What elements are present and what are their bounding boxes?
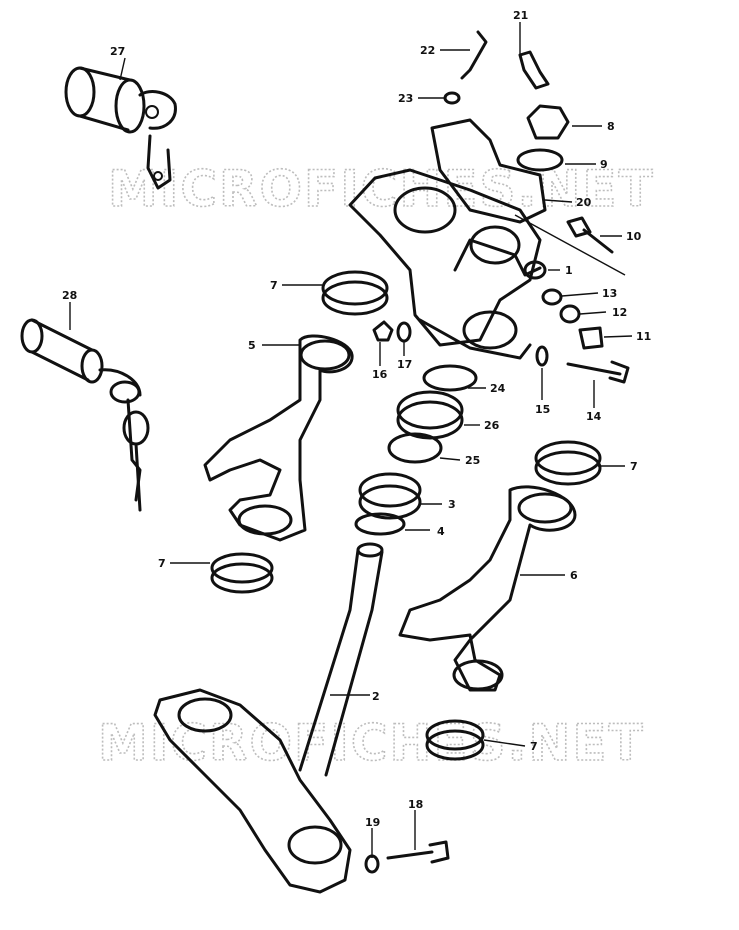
upper-bracket-drawing	[348, 118, 626, 360]
left-bracket-drawing	[203, 334, 354, 542]
callout-21: 21	[513, 9, 528, 22]
callout-20: 20	[576, 196, 592, 209]
callout-15: 15	[535, 403, 550, 416]
callout-4: 4	[437, 525, 445, 538]
right-bracket-drawing	[398, 485, 577, 692]
callout-19: 19	[365, 816, 380, 829]
callout-14: 14	[586, 410, 602, 423]
callout-17: 17	[397, 358, 412, 371]
callout-7d: 7	[530, 740, 538, 753]
steering-stem-drawing	[153, 542, 384, 894]
callout-11: 11	[636, 330, 651, 343]
callout-25: 25	[465, 454, 480, 467]
callout-18: 18	[408, 798, 423, 811]
callout-23: 23	[398, 92, 413, 105]
leader-lines	[69, 22, 633, 858]
callout-27: 27	[110, 45, 125, 58]
bearing-stack-drawing	[354, 364, 478, 536]
callout-7b: 7	[630, 460, 638, 473]
callout-13: 13	[602, 287, 617, 300]
callout-1: 1	[565, 264, 573, 277]
callout-7a: 7	[270, 279, 278, 292]
watermark-top: MICROFICHES.NET	[108, 160, 655, 218]
callout-3: 3	[448, 498, 456, 511]
grommets-drawing	[210, 270, 602, 761]
callout-16: 16	[372, 368, 388, 381]
callout-10: 10	[626, 230, 642, 243]
callout-6: 6	[570, 569, 578, 582]
callout-22: 22	[420, 44, 435, 57]
callout-9: 9	[600, 158, 608, 171]
pinch-bolt-drawing	[364, 840, 450, 874]
callout-26: 26	[484, 419, 500, 432]
callout-28: 28	[62, 289, 77, 302]
ignition-lock-drawing	[64, 66, 177, 190]
callout-2: 2	[372, 690, 380, 703]
key-cylinder-drawing	[20, 318, 150, 512]
callout-8: 8	[607, 120, 615, 133]
callout-24: 24	[490, 382, 506, 395]
callout-12: 12	[612, 306, 627, 319]
callout-5: 5	[248, 339, 256, 352]
watermark-bottom: MICROFICHES.NET	[98, 714, 645, 772]
callout-7c: 7	[158, 557, 166, 570]
callout-labels: 1 2 3 4 5 6 7 7 7 7 8 9 10 11 12 13 14 1…	[62, 9, 651, 829]
